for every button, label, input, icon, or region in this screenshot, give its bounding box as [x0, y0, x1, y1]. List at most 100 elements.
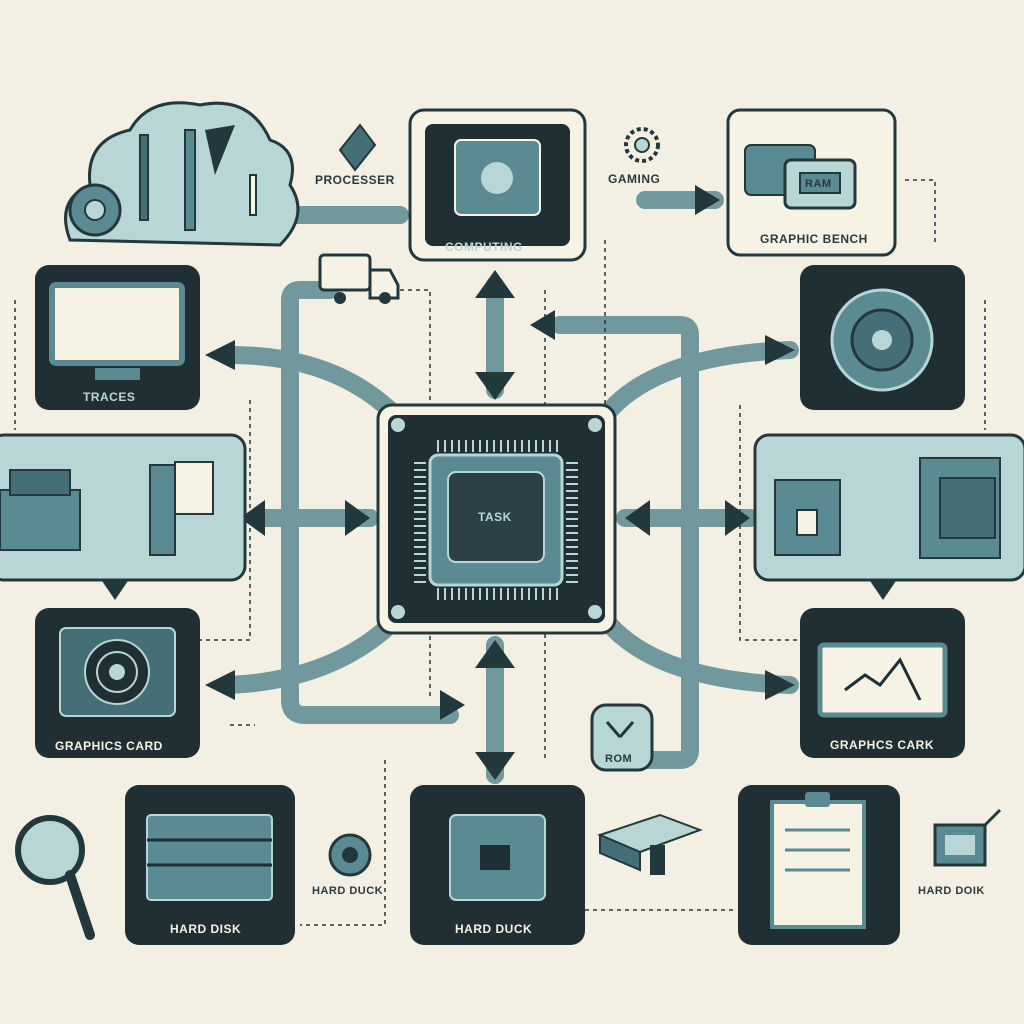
chip-pin: [444, 588, 446, 600]
chip-pin: [451, 588, 453, 600]
chip-pin: [514, 588, 516, 600]
chip-pin: [556, 588, 558, 600]
chip-pin: [414, 560, 426, 562]
small-chip-icon: [410, 785, 585, 945]
speaker-fan-icon: [800, 265, 965, 410]
chip-pin: [566, 469, 578, 471]
rom-badge: [590, 703, 654, 772]
magnifier-icon: [15, 815, 95, 940]
chip-pin: [566, 511, 578, 513]
chip-pin: [549, 440, 551, 452]
printer-icon: [0, 433, 247, 582]
chip-pin: [521, 440, 523, 452]
chip-pin: [414, 539, 426, 541]
label-graphics-card-right: GRAPHCS CARK: [830, 738, 935, 752]
chip-pin: [566, 476, 578, 478]
label-computing: COMPUTING: [445, 240, 523, 254]
chip-pin: [566, 483, 578, 485]
chip-pin: [472, 588, 474, 600]
chip-pin: [535, 440, 537, 452]
chip-pin: [458, 588, 460, 600]
clipboard-icon: [738, 785, 900, 945]
chip-pin: [414, 511, 426, 513]
label-ram: RAM: [805, 178, 832, 190]
chip-pin: [566, 574, 578, 576]
chip-pin: [437, 440, 439, 452]
chip-pin: [566, 497, 578, 499]
chip-pin: [414, 553, 426, 555]
chip-pin: [566, 560, 578, 562]
chip-pin: [444, 440, 446, 452]
chip-pin: [566, 581, 578, 583]
ssd-icon: [597, 813, 703, 875]
chip-pin: [414, 567, 426, 569]
graphics-card-icon: [35, 608, 200, 758]
chip-pin: [507, 588, 509, 600]
hard-disk-icon: [125, 785, 295, 945]
processor-chip-icon: [338, 123, 377, 172]
chip-pin: [507, 440, 509, 452]
label-processer: PROCESSER: [315, 173, 395, 187]
chip-pin: [414, 476, 426, 478]
chip-pin: [465, 588, 467, 600]
label-traces: TRACES: [83, 390, 136, 404]
label-task: TASK: [478, 510, 512, 524]
chip-pin: [465, 440, 467, 452]
chip-pin: [566, 567, 578, 569]
chip-pin: [528, 588, 530, 600]
chip-pin: [414, 469, 426, 471]
chip-pin: [500, 440, 502, 452]
chip-pin: [414, 532, 426, 534]
chip-pin: [500, 588, 502, 600]
computing-panel: [408, 108, 587, 262]
label-graphic-bench: GRAPHIC BENCH: [760, 232, 868, 246]
chip-pin: [542, 588, 544, 600]
chip-pin: [472, 440, 474, 452]
chip-pin: [479, 588, 481, 600]
chip-pin: [458, 440, 460, 452]
chip-pin: [486, 440, 488, 452]
label-rom: ROM: [605, 753, 633, 765]
chip-pin: [414, 581, 426, 583]
gear-icon: [624, 127, 660, 163]
chip-pin: [566, 525, 578, 527]
chip-pin: [566, 553, 578, 555]
chip-pin: [414, 490, 426, 492]
chip-pin: [414, 483, 426, 485]
chip-pin: [451, 440, 453, 452]
label-gaming: GAMING: [608, 172, 661, 186]
chip-pin: [414, 574, 426, 576]
graphic-bench-panel: [726, 108, 897, 257]
label-hard-doik: HARD DOIK: [918, 885, 985, 897]
chip-pin: [566, 462, 578, 464]
chip-pin: [479, 440, 481, 452]
chip-pin: [528, 440, 530, 452]
cloud-tools-icon: [64, 101, 300, 247]
chip-pin: [493, 440, 495, 452]
chip-pin: [566, 546, 578, 548]
label-hard-duck-small: HARD DUCK: [312, 885, 384, 897]
chip-pin: [566, 532, 578, 534]
chip-pin: [493, 588, 495, 600]
chip-pins: [414, 440, 578, 600]
label-hard-duck-center: HARD DUCK: [455, 922, 533, 936]
chip-pin: [414, 518, 426, 520]
line-chart-monitor-icon: [800, 608, 965, 758]
chip-pin: [521, 588, 523, 600]
chip-pin: [437, 588, 439, 600]
chip-pin: [566, 539, 578, 541]
drone-icon: [933, 808, 1002, 867]
task-chip: [376, 403, 617, 635]
chip-pin: [542, 440, 544, 452]
label-hard-disk-left: HARD DISK: [170, 922, 242, 936]
server-rack-icon: [753, 433, 1024, 582]
webcam-icon: [328, 833, 372, 877]
label-graphics-card-left: GRAPHICS CARD: [55, 739, 163, 753]
chip-pin: [556, 440, 558, 452]
chip-pin: [414, 497, 426, 499]
chip-pin: [566, 490, 578, 492]
chip-pin: [486, 588, 488, 600]
monitor-panel: [35, 265, 200, 410]
chip-pin: [414, 462, 426, 464]
